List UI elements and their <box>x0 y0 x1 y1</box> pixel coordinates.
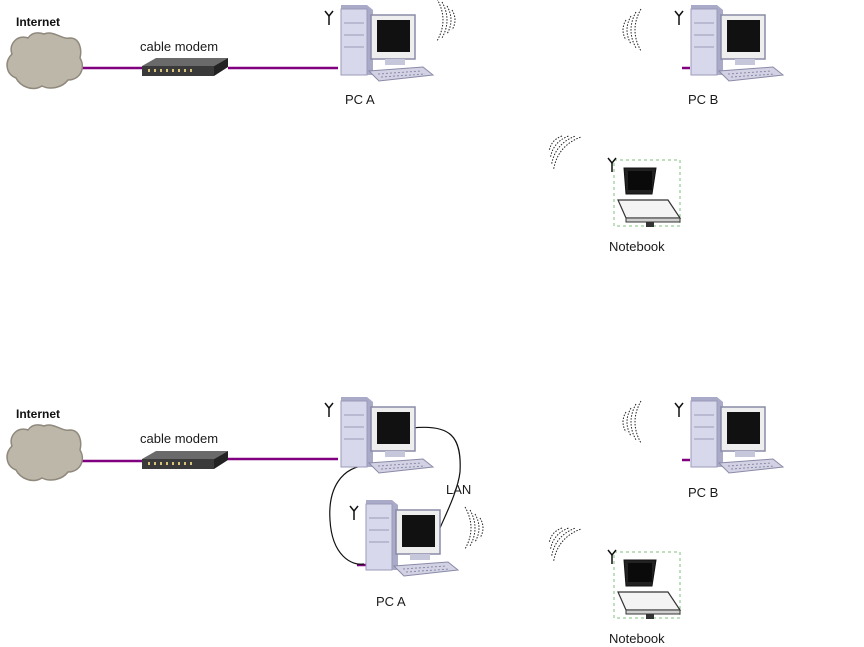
bottom-pc-a-wireless-icon <box>465 507 483 549</box>
bottom-scenario: Internet cable modem LAN PC A PC B Noteb… <box>7 397 783 646</box>
top-pc-b-icon <box>675 5 783 81</box>
top-notebook-label: Notebook <box>609 239 665 254</box>
bottom-cable-modem-icon <box>142 451 228 469</box>
bottom-internet-label: Internet <box>16 407 60 421</box>
top-notebook-wireless-icon <box>540 126 581 170</box>
top-internet-cloud-icon <box>7 33 82 89</box>
top-scenario: Internet cable modem PC A PC B Notebook <box>7 0 783 254</box>
bottom-lan-cable-left <box>330 465 370 564</box>
top-notebook-icon <box>608 158 680 227</box>
bottom-internet-cloud-icon <box>7 425 82 481</box>
bottom-notebook-label: Notebook <box>609 631 665 646</box>
bottom-pc-upper-icon <box>325 397 433 473</box>
bottom-pc-b-label: PC B <box>688 485 718 500</box>
top-internet-label: Internet <box>16 15 60 29</box>
bottom-lan-label: LAN <box>446 482 471 497</box>
top-pc-b-wireless-icon <box>623 9 641 51</box>
top-pc-b-label: PC B <box>688 92 718 107</box>
top-pc-a-label: PC A <box>345 92 375 107</box>
bottom-notebook-wireless-icon <box>540 518 581 562</box>
bottom-pc-b-wireless-icon <box>623 401 641 443</box>
bottom-notebook-icon <box>608 550 680 619</box>
top-pc-a-icon <box>325 5 433 81</box>
top-cable-modem-icon <box>142 58 228 76</box>
top-modem-label: cable modem <box>140 39 218 54</box>
top-pc-a-wireless-icon <box>437 0 455 41</box>
bottom-pc-b-icon <box>675 397 783 473</box>
bottom-modem-label: cable modem <box>140 431 218 446</box>
bottom-pc-a-icon <box>350 500 458 576</box>
bottom-pc-a-label: PC A <box>376 594 406 609</box>
